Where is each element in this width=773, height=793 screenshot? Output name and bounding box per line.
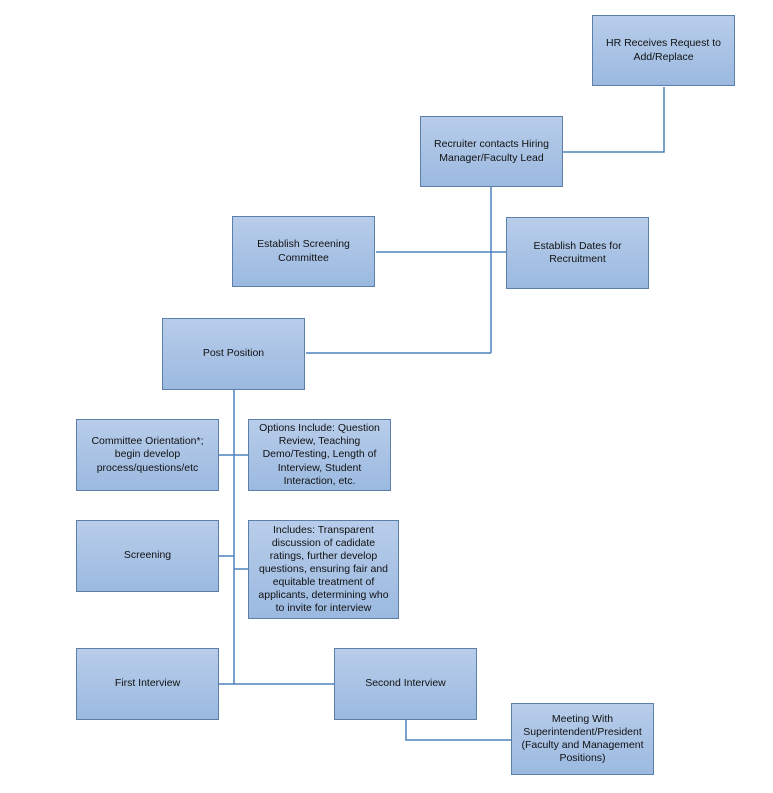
options-label: Options Include: Question Review, Teachi… — [259, 422, 380, 487]
post-position-label: Post Position — [202, 347, 265, 360]
screening-box: Screening — [76, 520, 219, 592]
hr-request-box: HR Receives Request to Add/Replace — [592, 15, 735, 86]
connector-hr-to-recruiter — [563, 87, 665, 153]
orientation-box: Committee Orientation*; begin develop pr… — [76, 419, 219, 491]
dates-box: Establish Dates for Recruitment — [506, 217, 649, 289]
screening-committee-box: Establish Screening Committee — [232, 216, 375, 287]
first-interview-label: First Interview — [114, 677, 181, 690]
hr-request-label: HR Receives Request to Add/Replace — [606, 37, 721, 63]
screening-label: Screening — [123, 549, 172, 562]
meeting-label: Meeting With Superintendent/President (F… — [521, 712, 644, 765]
includes-box: Includes: Transparent discussion of cadi… — [248, 520, 399, 619]
post-position-box: Post Position — [162, 318, 305, 390]
recruiter-box: Recruiter contacts Hiring Manager/Facult… — [420, 116, 563, 187]
first-interview-box: First Interview — [76, 648, 219, 720]
dates-label: Establish Dates for Recruitment — [533, 239, 622, 265]
includes-label: Includes: Transparent discussion of cadi… — [258, 523, 389, 615]
orientation-label: Committee Orientation*; begin develop pr… — [91, 435, 204, 474]
second-interview-label: Second Interview — [365, 677, 446, 690]
connector-second-to-meeting — [405, 720, 512, 741]
screening-committee-label: Establish Screening Committee — [257, 238, 350, 264]
meeting-box: Meeting With Superintendent/President (F… — [511, 703, 654, 775]
options-box: Options Include: Question Review, Teachi… — [248, 419, 391, 491]
recruiter-label: Recruiter contacts Hiring Manager/Facult… — [434, 138, 549, 164]
second-interview-box: Second Interview — [334, 648, 477, 720]
